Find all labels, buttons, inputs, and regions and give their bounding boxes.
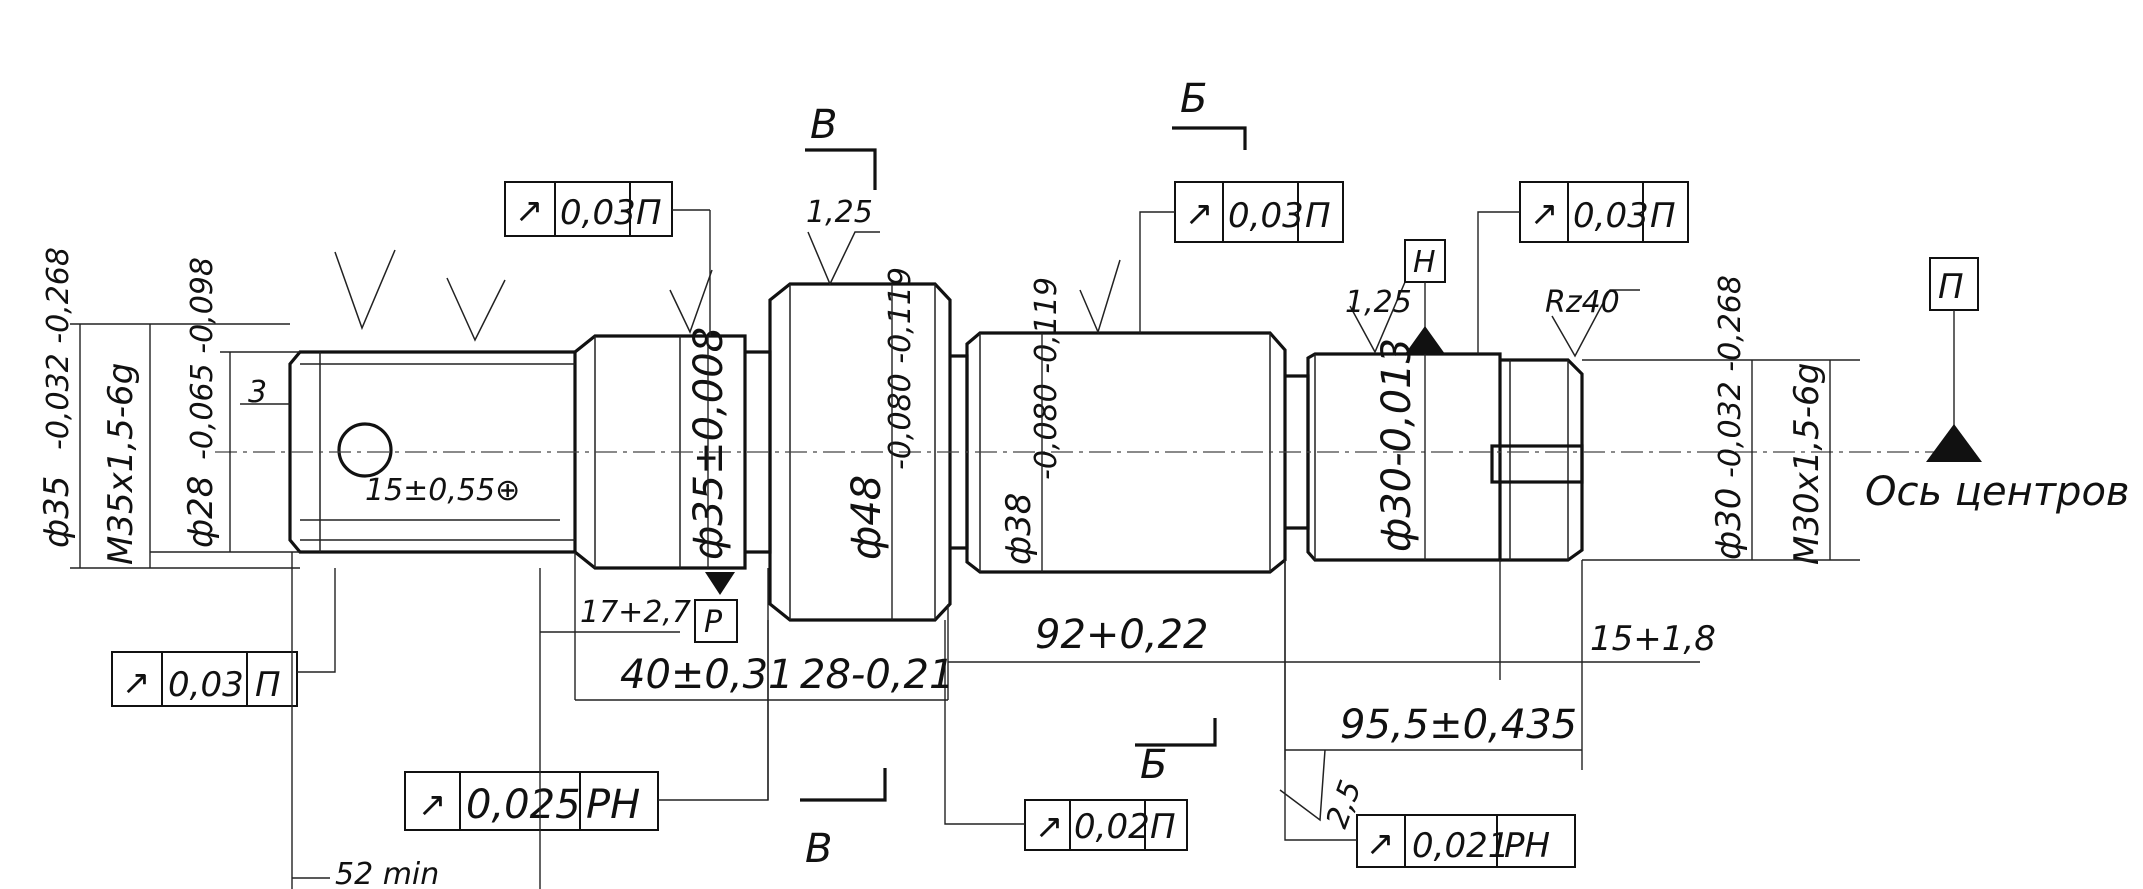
svg-text:↗: ↗ (122, 663, 151, 703)
roughness-1-25-a: 1,25 (806, 195, 873, 230)
svg-text:↗: ↗ (1366, 824, 1395, 864)
svg-text:П: П (1150, 807, 1176, 847)
svg-text:↗: ↗ (515, 191, 544, 231)
svg-text:П: П (636, 193, 662, 233)
datum-n-label: Н (1413, 245, 1436, 280)
svg-text:П: П (255, 665, 281, 705)
left-d28-tolerance: -0,065 -0,098 (185, 257, 220, 460)
svg-text:0,025: 0,025 (466, 782, 581, 828)
length-92: 92+0,22 (1035, 612, 1208, 658)
shaft-segment-d48 (768, 282, 952, 622)
left-d28-value: ф28 (181, 476, 221, 548)
shaft-segment-thread-right (1500, 358, 1584, 562)
length-52-min: 52 min (335, 857, 439, 889)
fcf-runout-bottom-mid: ↗ 0,02 П (944, 620, 1188, 851)
length-17: 17+2,7 (580, 595, 691, 630)
fcf-runout-top-left: ↗ 0,03 П (504, 181, 711, 336)
svg-text:0,02: 0,02 (1074, 807, 1150, 847)
roughness-1-25-b: 1,25 (1345, 285, 1412, 320)
svg-text:0,03: 0,03 (1228, 196, 1304, 236)
left-d35-tolerance: -0,032 -0,268 (41, 247, 76, 450)
roughness-symbols: 1,25 1,25 Rz40 2,5 (334, 195, 1640, 833)
datum-p-box: Р (704, 605, 723, 640)
centres-axis-text: Ось центров (1865, 469, 2130, 515)
length-28: 28-0,21 (800, 652, 954, 698)
left-chamfer-label: 3 (248, 375, 267, 410)
datum-markers: Н Р П Ось центров (694, 239, 2130, 643)
svg-text:↗: ↗ (1185, 194, 1214, 234)
section-letter-b-top: Б (1180, 76, 1207, 122)
d48-label: ф48 (844, 475, 890, 560)
svg-text:П: П (1305, 196, 1331, 236)
hole-circle (337, 422, 393, 478)
section-letter-b-bottom: Б (1140, 742, 1167, 788)
d30-right-tolerance: -0,032 -0,268 (1713, 275, 1748, 478)
right-thread-callout: М30х1,5-6g (1787, 363, 1827, 565)
svg-text:0,03: 0,03 (168, 665, 244, 705)
svg-text:↗: ↗ (418, 785, 447, 825)
shaft-segment-d35 (574, 334, 747, 570)
svg-text:0,03: 0,03 (1573, 196, 1649, 236)
d38-label: ф38 (999, 493, 1039, 565)
svg-text:0,03: 0,03 (560, 193, 636, 233)
d38-tolerance: -0,080 -0,119 (1029, 277, 1064, 480)
length-95-5: 95,5±0,435 (1340, 702, 1577, 748)
fcf-runout-top-right: ↗ 0,03 П (1477, 181, 1689, 354)
shaft-diameter-labels: ф35±0,008 ф48 -0,080 -0,119 ф38 -0,080 -… (686, 267, 1860, 620)
fcf-runout-left-low: ↗ 0,03 П (111, 568, 336, 707)
length-dimensions: 17+2,7 40±0,31 28-0,21 92+0,22 15+1,8 95… (291, 552, 1716, 889)
fcf-runout-bottom-right: ↗ 0,021 РН (1284, 560, 1576, 868)
svg-text:↗: ↗ (1035, 807, 1064, 847)
section-letter-v-bottom: В (805, 826, 832, 872)
fcf-runout-top-mid: ↗ 0,03 П (1139, 181, 1344, 333)
hole-position-label: 15±0,55⊕ (365, 473, 520, 508)
length-40: 40±0,31 (620, 652, 793, 698)
left-thread-callout: М35х1,5-6g (101, 363, 141, 565)
d30-label: ф30-0,013 (1374, 338, 1420, 552)
svg-text:↗: ↗ (1530, 194, 1559, 234)
length-15: 15+1,8 (1590, 619, 1716, 659)
section-markers: В Б Б В (800, 76, 1247, 872)
keyway (1490, 444, 1584, 484)
svg-text:РН: РН (1504, 826, 1550, 866)
d35-js-label: ф35±0,008 (686, 327, 732, 560)
svg-text:0,021: 0,021 (1412, 826, 1509, 866)
svg-text:РН: РН (586, 782, 640, 828)
roughness-rz40: Rz40 (1545, 285, 1620, 320)
datum-p-axis-label: П (1938, 267, 1964, 307)
section-letter-v-top: В (810, 102, 837, 148)
left-d35-value: ф35 (37, 476, 77, 548)
fcf-runout-bottom-left: ↗ 0,025 РН (404, 620, 769, 831)
d30-right-label: ф30 (1709, 488, 1749, 560)
left-diameter-dims: ф35 -0,032 -0,268 М35х1,5-6g ф28 -0,065 … (37, 247, 300, 569)
svg-text:П: П (1650, 196, 1676, 236)
d48-tolerance: -0,080 -0,119 (883, 267, 918, 470)
